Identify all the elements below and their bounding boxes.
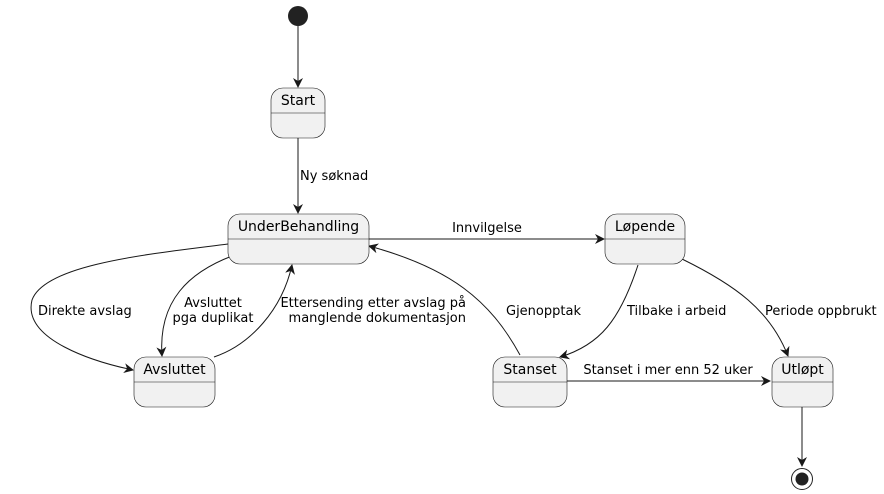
state-under-behandling: UnderBehandling [227, 213, 370, 265]
label-gjenopptak: Gjenopptak [506, 304, 581, 319]
edge-tilbake-i-arbeid [559, 264, 639, 360]
state-lopende-label: Løpende [615, 219, 675, 235]
label-ettersending-line1: Ettersending etter avslag på [280, 296, 466, 311]
state-stanset: Stanset [492, 356, 568, 408]
edge-ettersending [213, 264, 295, 358]
label-tilbake-i-arbeid: Tilbake i arbeid [626, 304, 726, 319]
label-stanset-52-uker: Stanset i mer enn 52 uker [583, 363, 753, 378]
state-avsluttet-label: Avsluttet [143, 362, 206, 378]
label-direkte-avslag: Direkte avslag [38, 304, 132, 319]
label-avsluttet-duplikat-line1: Avsluttet [184, 296, 242, 311]
label-innvilgelse: Innvilgelse [452, 221, 522, 236]
edge-avsluttet-duplikat [156, 255, 233, 357]
initial-state-marker [288, 6, 308, 26]
state-lopende: Løpende [604, 213, 686, 265]
label-avsluttet-duplikat-line2: pga duplikat [173, 311, 254, 326]
label-periode-oppbrukt: Periode oppbrukt [765, 304, 877, 319]
state-avsluttet: Avsluttet [133, 356, 216, 408]
edge-direkte-avslag [30, 243, 229, 374]
edge-gjenopptak [368, 243, 521, 356]
state-utlopt-label: Utløpt [781, 362, 824, 378]
label-ettersending-line2: manglende dokumentasjon [289, 311, 466, 326]
final-state-marker [791, 468, 813, 490]
edge-periode-oppbrukt [681, 258, 790, 357]
state-start: Start [270, 87, 326, 139]
label-ny-soknad: Ny søknad [300, 169, 368, 184]
state-start-label: Start [281, 93, 316, 109]
state-utlopt: Utløpt [771, 356, 834, 408]
state-under-behandling-label: UnderBehandling [238, 219, 359, 235]
state-stanset-label: Stanset [503, 362, 557, 378]
